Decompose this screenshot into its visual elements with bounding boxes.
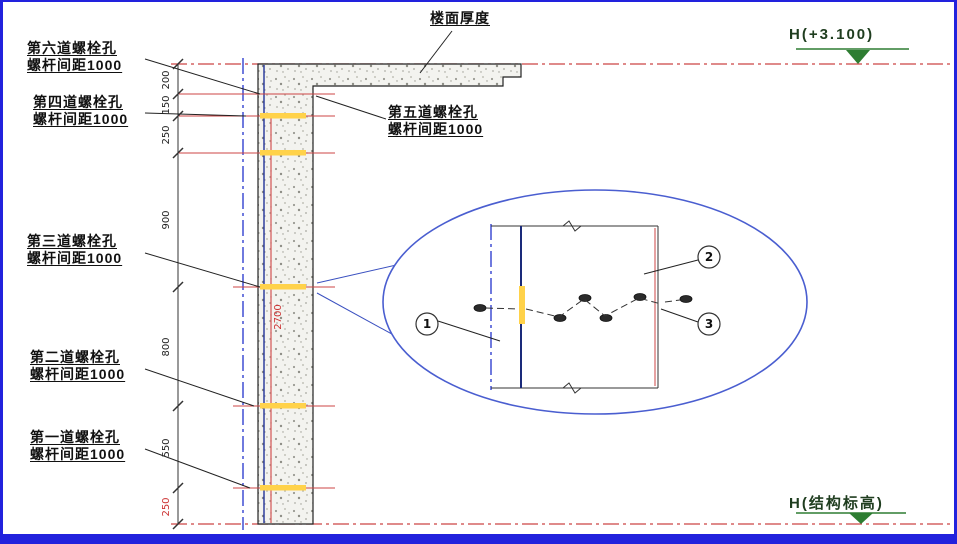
bolt-label-6: 第六道螺栓孔 螺杆间距1000 bbox=[27, 40, 122, 74]
bolt-label-5-name: 第五道螺栓孔 bbox=[388, 104, 478, 120]
callout-1-number: 1 bbox=[423, 317, 431, 331]
bolt-label-2-name: 第二道螺栓孔 bbox=[30, 349, 120, 365]
bolt-label-2: 第二道螺栓孔 螺杆间距1000 bbox=[30, 349, 125, 383]
dim-550: 550 bbox=[161, 438, 172, 457]
concrete-wall-section bbox=[257, 63, 522, 525]
callout-3-circle-icon bbox=[697, 312, 721, 336]
callout-2: 2 bbox=[643, 245, 721, 275]
bolt-label-5: 第五道螺栓孔 螺杆间距1000 bbox=[388, 104, 483, 138]
top-elevation-label: H(+3.100) bbox=[789, 26, 875, 43]
bolt-label-1: 第一道螺栓孔 螺杆间距1000 bbox=[30, 429, 125, 463]
bottom-elevation-label: H(结构标高) bbox=[789, 495, 884, 512]
dimension-ticks bbox=[172, 58, 184, 530]
bolt-label-1-name: 第一道螺栓孔 bbox=[30, 429, 120, 445]
bolt-label-6-name: 第六道螺栓孔 bbox=[27, 40, 117, 56]
detail-bubble bbox=[382, 189, 808, 415]
floor-thickness-text: 楼面厚度 bbox=[430, 10, 490, 26]
detail-projection-line-top bbox=[316, 262, 406, 284]
bolt-label-1-spacing: 螺杆间距1000 bbox=[30, 446, 126, 462]
dim-250: 250 bbox=[161, 125, 172, 144]
bolt-label-4: 第四道螺栓孔 螺杆间距1000 bbox=[33, 94, 128, 128]
bolt-hole-marks bbox=[260, 113, 306, 491]
bolt-label-4-spacing: 螺杆间距1000 bbox=[33, 111, 129, 127]
label-leader-lines bbox=[144, 30, 453, 489]
callout-3: 3 bbox=[660, 308, 721, 336]
dim-800: 800 bbox=[161, 337, 172, 356]
bolt-label-4-name: 第四道螺栓孔 bbox=[33, 94, 123, 110]
dim-150: 150 bbox=[161, 95, 172, 114]
dim-900: 900 bbox=[161, 210, 172, 229]
tie-bolt-heads bbox=[473, 293, 693, 322]
detail-plan-view bbox=[473, 220, 693, 394]
bolt-label-2-spacing: 螺杆间距1000 bbox=[30, 366, 126, 382]
dim-200: 200 bbox=[161, 70, 172, 89]
callout-1: 1 bbox=[415, 312, 501, 342]
dim-250-bottom: 250 bbox=[161, 497, 172, 516]
callout-2-circle-icon bbox=[697, 245, 721, 269]
callout-2-number: 2 bbox=[705, 250, 713, 264]
drawing-linework: 1 2 3 200 150 250 900 800 550 250 2700 bbox=[144, 30, 951, 530]
tie-rod-dashed-line bbox=[525, 297, 662, 318]
detail-bolt-mark bbox=[519, 286, 525, 324]
bolt-label-6-spacing: 螺杆间距1000 bbox=[27, 57, 123, 73]
top-elevation-marker-icon bbox=[796, 48, 909, 64]
bolt-label-3-spacing: 螺杆间距1000 bbox=[27, 250, 123, 266]
bolt-label-3-name: 第三道螺栓孔 bbox=[27, 233, 117, 249]
floor-thickness-label: 楼面厚度 bbox=[430, 10, 490, 27]
bolt-label-3: 第三道螺栓孔 螺杆间距1000 bbox=[27, 233, 122, 267]
callout-3-number: 3 bbox=[705, 317, 713, 331]
bolt-label-5-spacing: 螺杆间距1000 bbox=[388, 121, 484, 137]
callout-1-circle-icon bbox=[415, 312, 439, 336]
bottom-elevation-marker-icon bbox=[796, 512, 906, 524]
dim-wall-2700: 2700 bbox=[273, 304, 284, 329]
